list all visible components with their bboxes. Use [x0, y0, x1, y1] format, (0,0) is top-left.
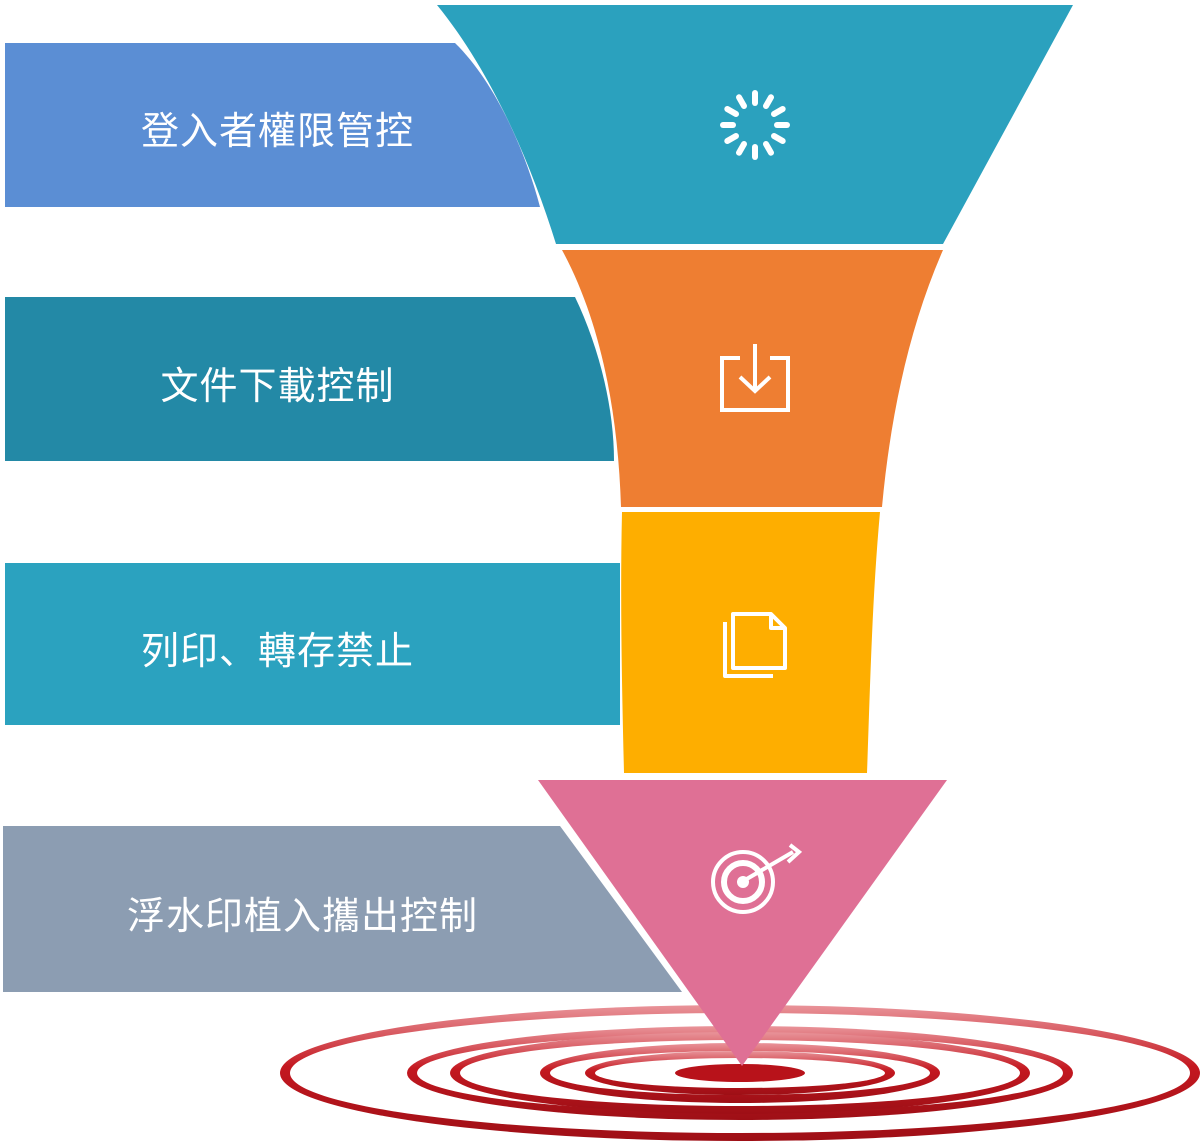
stage3-label-box	[5, 563, 620, 725]
stage2-funnel-segment	[562, 250, 943, 507]
stage1-label-box	[5, 43, 540, 207]
documents-icon	[723, 612, 787, 678]
stage3-label: 列印、轉存禁止	[140, 629, 414, 673]
stage1-funnel-segment	[437, 5, 1073, 244]
stage2-label: 文件下載控制	[160, 364, 395, 408]
loading-spinner-icon	[720, 90, 790, 160]
target-arrow-icon	[711, 843, 803, 914]
target-rings	[280, 1005, 1200, 1141]
stage2-label-box	[5, 297, 614, 461]
stage4-funnel-segment	[538, 780, 947, 1066]
stage4-label: 浮水印植入攜出控制	[126, 894, 478, 938]
download-icon	[720, 344, 790, 412]
stage1-label: 登入者權限管控	[140, 109, 414, 153]
target-bullseye	[675, 1064, 805, 1082]
stage4-label-box	[3, 826, 682, 992]
stage3-funnel-segment	[621, 512, 880, 773]
